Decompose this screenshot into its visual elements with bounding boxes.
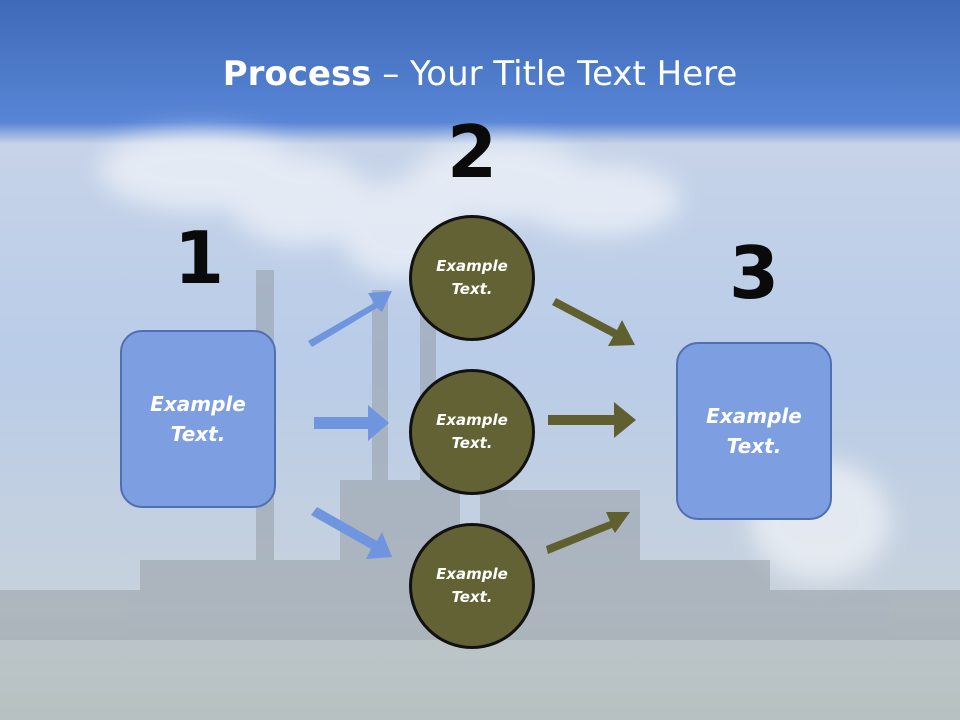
step-number-1: 1 (173, 216, 225, 300)
step-number-2: 2 (446, 110, 498, 194)
right-box-text: Example Text. (706, 404, 802, 458)
circle-bottom: Example Text. (409, 523, 535, 649)
slide-title: Process – Your Title Text Here (0, 52, 960, 96)
circle-middle-text: Example Text. (436, 411, 508, 452)
left-box-text: Example Text. (150, 392, 246, 446)
right-step-box: Example Text. (676, 342, 832, 520)
circle-top-text: Example Text. (436, 257, 508, 298)
arrow-down-right-olive (552, 298, 635, 346)
step-number-3: 3 (728, 231, 780, 315)
arrow-up-right-blue (308, 291, 392, 347)
arrow-down-right-blue (311, 507, 392, 559)
circle-bottom-text: Example Text. (436, 565, 508, 606)
left-step-box: Example Text. (120, 330, 276, 508)
arrow-right-blue (314, 405, 389, 441)
arrow-up-right-olive (546, 512, 630, 554)
circle-top: Example Text. (409, 215, 535, 341)
title-bold: Process (222, 54, 372, 94)
arrow-right-olive (548, 402, 636, 438)
circle-middle: Example Text. (409, 369, 535, 495)
title-rest: – Your Title Text Here (371, 54, 738, 94)
